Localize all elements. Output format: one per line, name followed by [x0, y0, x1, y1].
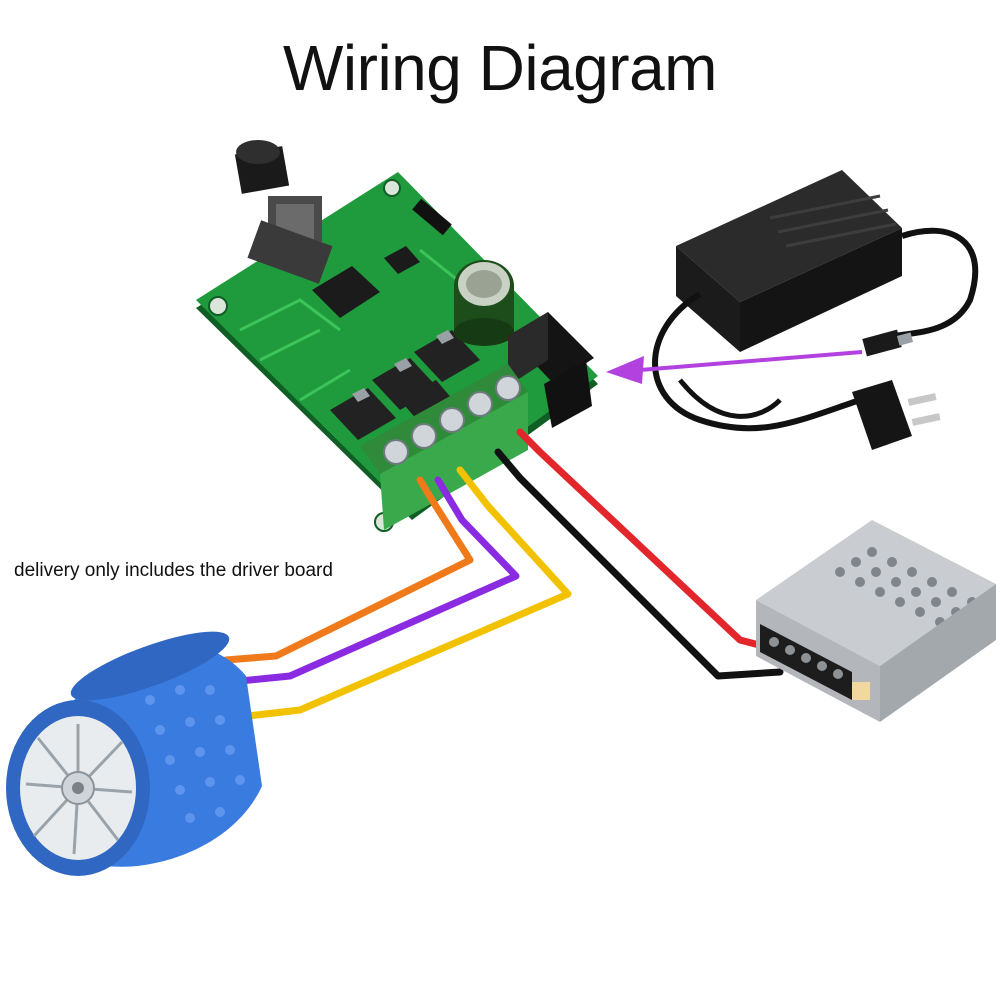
brushless-fan-motor-icon	[6, 631, 262, 876]
wire-orange	[222, 476, 474, 664]
wire-yellow	[244, 466, 572, 720]
wire-red	[516, 428, 782, 654]
power-supply-icon	[756, 520, 996, 722]
power-adapter-icon	[652, 170, 979, 450]
knob-icon	[234, 140, 333, 284]
wire-purple	[226, 476, 520, 686]
arrow-to-jack	[606, 350, 863, 384]
page-title: Wiring Diagram	[283, 32, 717, 104]
pcb-board-icon	[196, 140, 598, 532]
delivery-note: delivery only includes the driver board	[14, 560, 333, 581]
wire-black	[494, 448, 784, 680]
ac-plug-icon	[852, 380, 941, 450]
